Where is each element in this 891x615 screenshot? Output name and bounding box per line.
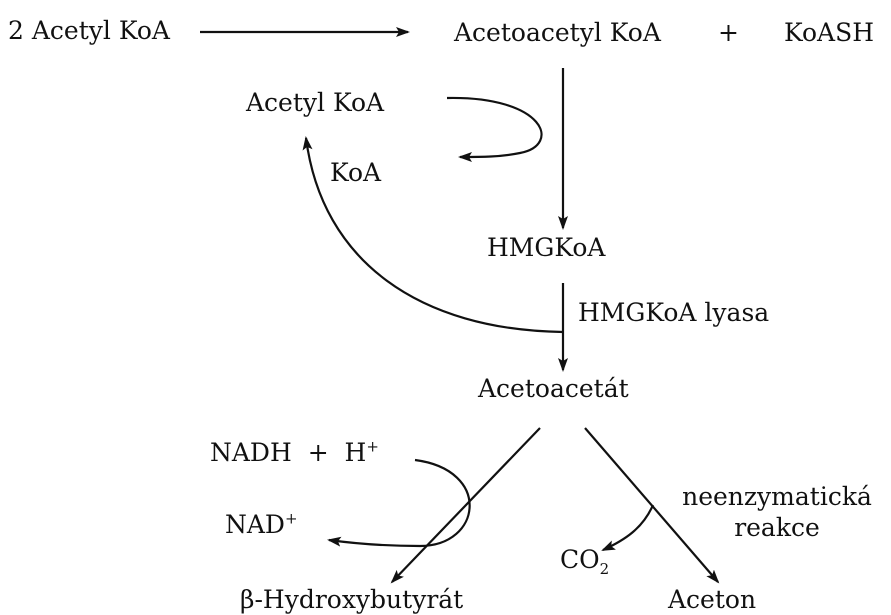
- arrow-to-aceton: [584, 427, 720, 584]
- arrow-acetyl-koa-to-koa: [446, 96, 543, 162]
- arrow-to-acetyl-koa: [302, 136, 564, 334]
- label-nadh: NADH: [210, 438, 292, 467]
- label-h: H: [344, 438, 367, 467]
- label-nad-text: NAD: [225, 510, 285, 539]
- label-koa: KoA: [330, 158, 382, 187]
- label-hmgkoa: HMGKoA: [487, 233, 606, 262]
- label-hydroxybutyrat: β-Hydroxybutyrát: [240, 585, 464, 614]
- label-co: CO: [560, 545, 600, 574]
- label-plus-1: +: [718, 18, 739, 47]
- label-hmgkoa-lyasa: HMGKoA lyasa: [578, 298, 770, 327]
- label-nad-charge: +: [284, 509, 298, 528]
- label-plus-2: +: [307, 438, 329, 467]
- label-2-acetyl-koa: 2 Acetyl KoA: [8, 16, 170, 45]
- label-nadh-h: NADH + H+: [210, 438, 379, 468]
- label-koash: KoASH: [784, 18, 875, 47]
- label-acetoacetat: Acetoacetát: [478, 374, 629, 403]
- label-aceton: Aceton: [668, 585, 757, 614]
- label-h-charge: +: [366, 437, 379, 456]
- arrow-to-hydroxybutyrat: [390, 427, 541, 584]
- label-acetyl-koa: Acetyl KoA: [246, 88, 385, 117]
- label-neenzymaticka: neenzymatická: [682, 482, 872, 511]
- label-nad: NAD+: [225, 510, 298, 540]
- label-reakce: reakce: [734, 513, 820, 542]
- label-co2: CO2: [560, 545, 610, 578]
- arrow-to-co2: [601, 504, 655, 552]
- label-co2-subscript: 2: [599, 560, 610, 578]
- arrow-nadh-to-nad: [327, 458, 471, 548]
- label-acetoacetyl-koa: Acetoacetyl KoA: [454, 18, 661, 47]
